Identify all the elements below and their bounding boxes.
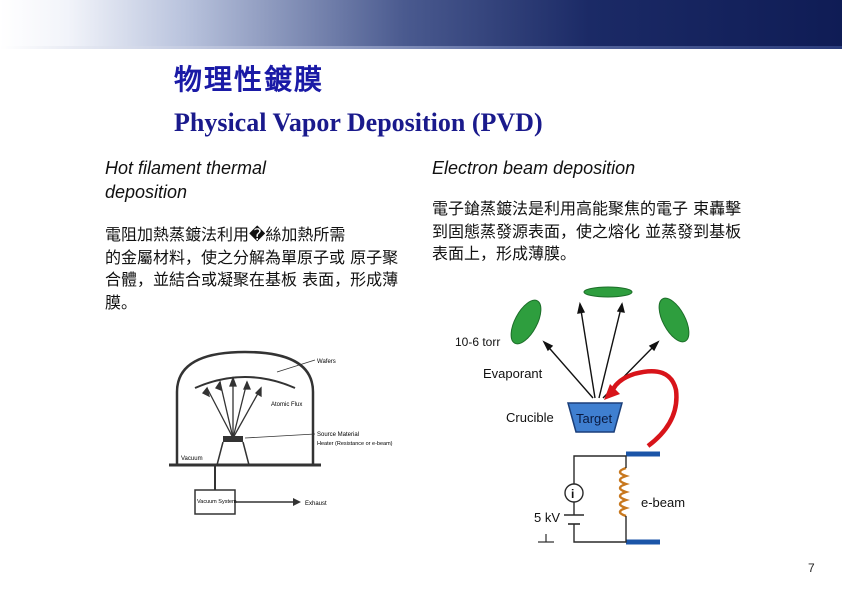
ebeam-evaporation-diagram: 10-6 torr Evaporant Crucible Target i 5 … — [455, 286, 690, 545]
bell-jar — [175, 350, 315, 467]
slide-title-english: Physical Vapor Deposition (PVD) — [174, 108, 543, 137]
left-body-text: 電阻加熱蒸鍍法利用�絲加熱所需 的金屬材料，使之分解為單原子或 原子聚合體，並結… — [105, 225, 399, 312]
ammeter — [564, 483, 584, 503]
right-heading: Electron beam deposition — [432, 158, 636, 178]
electron-beam — [609, 369, 679, 448]
label-heater: Heater (Resistance or e-beam) — [317, 441, 393, 447]
substrate-left — [510, 299, 542, 345]
wafer-holder — [194, 376, 296, 389]
label-meter: i — [571, 487, 574, 501]
label-wafers: Wafers — [317, 359, 336, 365]
target-crucible — [567, 402, 623, 433]
label-evaporant: Evaporant — [483, 366, 543, 381]
heater-lead-right — [242, 441, 250, 466]
heater-lead-left — [216, 441, 224, 466]
label-vacuum-system: Vacuum System — [197, 499, 237, 505]
wafers-leader — [276, 359, 316, 373]
source-material — [223, 436, 243, 442]
thermal-evaporation-diagram: Wafers Atomic Flux Source Material Heate… — [169, 350, 393, 515]
slide-title-chinese: 物理性鍍膜 — [174, 63, 325, 96]
title-bar-rule — [0, 46, 842, 49]
label-voltage: 5 kV — [534, 510, 560, 525]
label-vacuum: Vacuum — [181, 456, 203, 462]
source-leader — [244, 433, 316, 439]
atomic-flux-arrows — [201, 376, 262, 439]
right-body-text: 電子鎗蒸鍍法是利用高能聚焦的電子 束轟擊到固態蒸發源表面，使之熔化 並蒸發到基板… — [432, 199, 742, 263]
exhaust-arrow — [293, 498, 301, 506]
label-pressure: 10-6 torr — [455, 335, 500, 349]
label-exhaust: Exhaust — [305, 501, 327, 507]
page-number: 7 — [808, 561, 815, 575]
label-ebeam: e-beam — [641, 495, 685, 510]
filament-coil — [618, 466, 630, 518]
substrate-top — [583, 286, 633, 298]
electron-beam-arrowhead — [604, 384, 620, 400]
evaporant-flux-arrows — [542, 301, 660, 399]
label-crucible: Crucible — [506, 410, 554, 425]
title-bar — [0, 0, 842, 46]
label-atomic-flux: Atomic Flux — [271, 402, 302, 408]
label-target: Target — [576, 411, 613, 426]
label-source-material: Source Material — [317, 432, 359, 438]
substrate-right — [658, 297, 690, 343]
circuit-wire — [573, 455, 627, 543]
left-heading: Hot filament thermal deposition — [105, 158, 267, 202]
